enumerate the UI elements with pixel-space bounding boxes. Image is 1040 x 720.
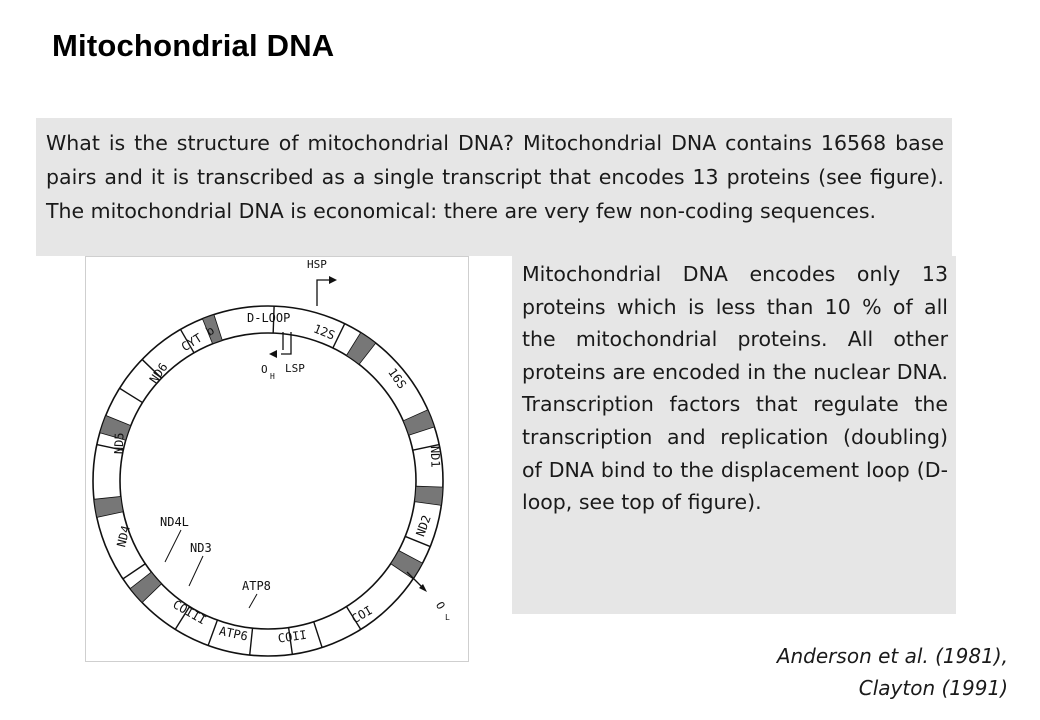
gene-boundary-line — [412, 443, 440, 451]
mtdna-map-figure: D-LOOP 12S 16S ND1 ND2 COI COII ATP8 ATP… — [85, 256, 469, 662]
hsp-arrowhead — [329, 276, 337, 284]
label-hsp: HSP — [307, 258, 327, 271]
label-atp6: ATP6 — [218, 624, 249, 644]
label-nd1: ND1 — [428, 446, 443, 468]
gene-boundary-line — [122, 563, 146, 580]
nd3-pointer — [188, 555, 204, 587]
oh-lsp-lines — [281, 332, 292, 355]
side-text-box: Mitochondrial DNA encodes only 13 protei… — [512, 256, 956, 614]
trna-band — [93, 496, 124, 518]
mtdna-circular-map: D-LOOP 12S 16S ND1 ND2 COI COII ATP8 ATP… — [85, 256, 469, 662]
label-atp8: ATP8 — [242, 579, 271, 593]
ring-outer — [92, 305, 444, 657]
label-oh-sub: H — [270, 372, 275, 381]
label-nd3: ND3 — [190, 541, 212, 555]
label-nd5: ND5 — [112, 432, 127, 454]
citation: Anderson et al. (1981), Clayton (1991) — [777, 640, 1008, 704]
intro-text-box: What is the structure of mitochondrial D… — [36, 118, 952, 256]
trna-band — [129, 571, 163, 604]
atp8-pointer — [248, 593, 258, 609]
gene-dividers — [93, 306, 444, 656]
gene-boundary-line — [207, 619, 219, 646]
gene-boundary-line — [287, 627, 294, 655]
ol-arrowhead — [419, 584, 427, 592]
label-nd4l: ND4L — [160, 515, 189, 529]
page-title: Mitochondrial DNA — [52, 28, 335, 63]
label-nd4: ND4 — [114, 524, 133, 548]
ring-inner — [119, 332, 417, 630]
trna-band — [201, 314, 223, 345]
label-d-loop: D-LOOP — [247, 311, 290, 325]
label-coii: COII — [277, 628, 308, 646]
label-lsp: LSP — [285, 362, 305, 375]
citation-line-1: Anderson et al. (1981), — [776, 644, 1008, 668]
citation-line-2: Clayton (1991) — [858, 676, 1008, 700]
gene-boundary-line — [96, 443, 124, 451]
nd4l-pointer — [164, 529, 182, 563]
oh-lsp-arrowhead — [269, 350, 277, 358]
gene-boundary-line — [179, 329, 195, 354]
gene-boundary-line — [313, 621, 323, 648]
label-oh: O — [261, 363, 268, 376]
label-ol-sub: L — [445, 613, 450, 622]
gene-boundary-line — [272, 306, 275, 334]
gene-boundary-line — [249, 628, 254, 656]
hsp-arrow — [316, 279, 329, 306]
trna-band — [99, 414, 132, 441]
trna-band — [402, 409, 435, 436]
gene-boundary-line — [332, 323, 346, 349]
gene-boundary-line — [174, 606, 191, 630]
gene-boundary-line — [345, 606, 362, 630]
label-nd2: ND2 — [413, 513, 434, 538]
trna-band — [414, 485, 444, 506]
gene-boundary-line — [119, 387, 143, 404]
gene-boundary-line — [141, 358, 163, 379]
gene-boundary-line — [404, 535, 431, 548]
trna-band — [345, 332, 377, 365]
